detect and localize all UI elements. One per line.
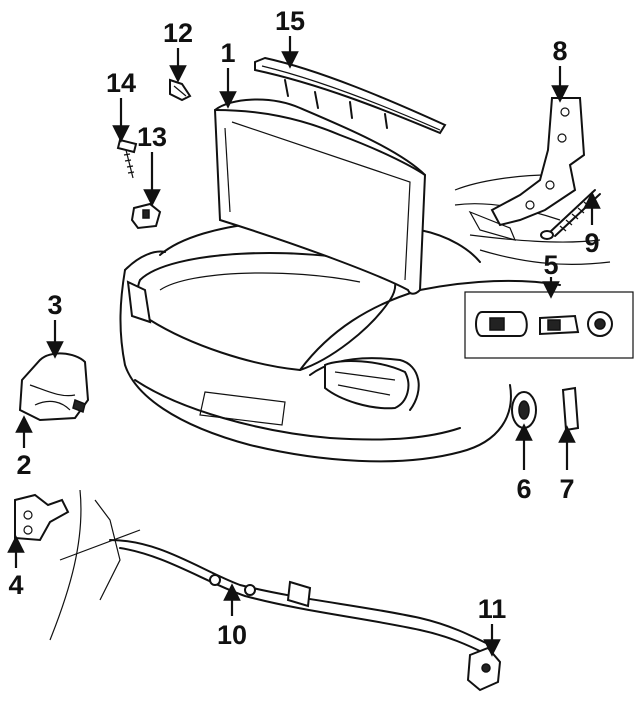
bumper-stop — [130, 202, 162, 230]
rear-spoiler — [254, 56, 447, 135]
lock-cylinder-kit — [464, 291, 634, 359]
callout-labels: 1 15 12 14 13 8 9 3 2 5 6 7 4 10 11 — [8, 6, 599, 650]
trunk-lid-latch — [18, 352, 90, 422]
trunk-lid-hinge — [468, 97, 586, 241]
callout-1: 1 — [220, 38, 235, 68]
callout-15: 15 — [275, 6, 305, 36]
release-cable — [49, 489, 491, 656]
seal-strip — [561, 386, 580, 432]
callout-14: 14 — [106, 68, 136, 98]
callout-7: 7 — [559, 474, 574, 504]
callout-12: 12 — [163, 18, 193, 48]
callout-4: 4 — [8, 570, 23, 600]
hinge-bolt — [169, 78, 192, 102]
lock-grommet — [511, 391, 537, 429]
callout-8: 8 — [552, 36, 567, 66]
callout-2: 2 — [16, 450, 31, 480]
callout-5: 5 — [543, 250, 558, 280]
callout-11: 11 — [478, 594, 507, 624]
callout-arrows — [7, 36, 601, 657]
mounting-screw — [116, 138, 138, 179]
vehicle-rear-body — [119, 174, 611, 463]
callout-13: 13 — [137, 122, 167, 152]
callout-3: 3 — [47, 290, 62, 320]
trunk-lid — [213, 98, 427, 295]
callout-10: 10 — [217, 620, 247, 650]
callout-6: 6 — [516, 474, 531, 504]
latch-striker — [14, 493, 70, 542]
release-lever — [466, 646, 502, 692]
callout-9: 9 — [584, 228, 599, 258]
